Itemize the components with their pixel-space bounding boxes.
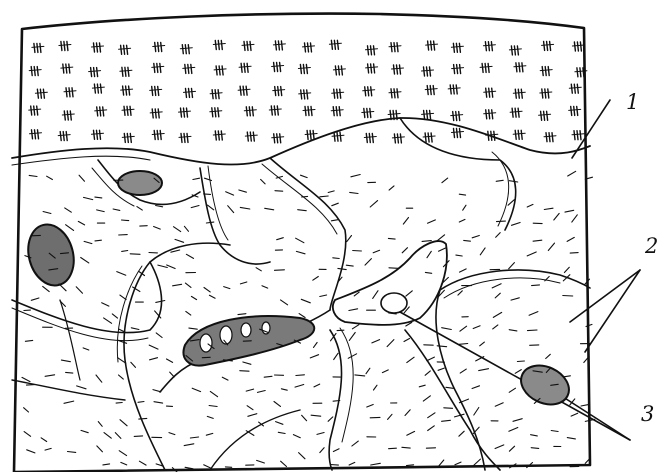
- cell-boundary: [440, 270, 590, 290]
- nucleolus: [220, 326, 232, 344]
- dark-nucleus: [118, 171, 162, 195]
- leader-line-2b: [585, 270, 640, 352]
- upper-band-boundary: [12, 118, 590, 165]
- cell-boundary: [60, 300, 80, 380]
- leader-line-3b: [560, 395, 630, 440]
- light-cell-nucleus: [381, 293, 407, 313]
- callout-label-1: 1: [626, 92, 639, 113]
- cell-boundary: [270, 158, 346, 310]
- nucleolus: [200, 334, 212, 352]
- nucleolus: [241, 323, 251, 337]
- callout-label-3: 3: [641, 404, 654, 425]
- tissue-outline: [14, 14, 590, 472]
- cell-boundary: [12, 380, 125, 400]
- cell-boundary: [436, 290, 485, 470]
- leader-line-1: [572, 100, 610, 158]
- fibril-hatching: [22, 40, 595, 472]
- cell-boundary: [405, 330, 500, 470]
- cell-boundary: [210, 410, 300, 470]
- cell-boundary: [124, 262, 165, 470]
- callout-label-2: 2: [645, 236, 658, 257]
- leader-line-2a: [570, 270, 640, 322]
